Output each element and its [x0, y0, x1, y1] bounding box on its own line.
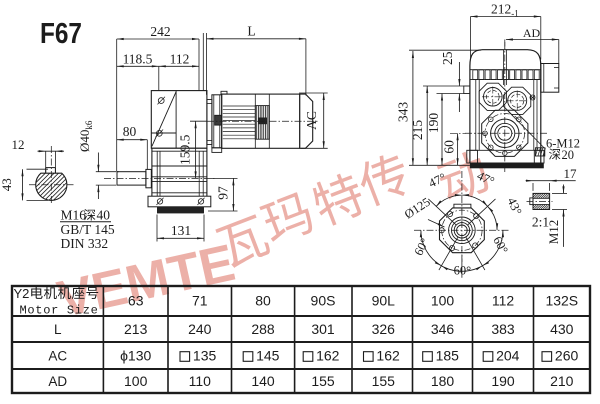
svg-text:AD: AD — [48, 374, 67, 389]
svg-text:112: 112 — [170, 51, 190, 66]
svg-text:185: 185 — [436, 348, 460, 364]
svg-text:301: 301 — [311, 321, 335, 337]
svg-text:112: 112 — [492, 293, 515, 309]
svg-text:47°: 47° — [475, 169, 497, 189]
svg-text:145: 145 — [256, 348, 280, 364]
svg-text:L: L — [54, 322, 62, 337]
svg-text:25: 25 — [440, 51, 455, 65]
svg-text:GB/T 145: GB/T 145 — [61, 222, 115, 237]
svg-text:343: 343 — [395, 102, 410, 123]
svg-text:43: 43 — [0, 178, 14, 191]
svg-text:6-M12: 6-M12 — [546, 137, 580, 151]
svg-text:63: 63 — [128, 293, 144, 309]
svg-text:F67: F67 — [40, 18, 82, 50]
svg-text:60°: 60° — [454, 263, 472, 277]
svg-text:80: 80 — [255, 293, 271, 309]
svg-text:ϕ130: ϕ130 — [120, 348, 151, 364]
svg-text:43°: 43° — [504, 195, 524, 217]
svg-text:DIN 332: DIN 332 — [61, 236, 109, 251]
svg-text:180: 180 — [431, 373, 455, 389]
svg-text:80: 80 — [123, 124, 137, 139]
svg-text:190: 190 — [491, 373, 515, 389]
svg-text:260: 260 — [555, 348, 579, 364]
svg-text:131: 131 — [171, 223, 191, 238]
svg-text:140: 140 — [251, 373, 275, 389]
svg-text:71: 71 — [192, 293, 208, 309]
svg-text:132S: 132S — [545, 293, 578, 309]
svg-text:346: 346 — [431, 321, 455, 337]
svg-text:118.5: 118.5 — [123, 51, 153, 66]
svg-text:17: 17 — [564, 166, 578, 181]
svg-text:159.5: 159.5 — [177, 134, 192, 165]
svg-text:155: 155 — [372, 373, 396, 389]
svg-text:40: 40 — [97, 208, 111, 223]
svg-text:L: L — [247, 23, 255, 38]
svg-text:190: 190 — [426, 113, 441, 134]
svg-text:204: 204 — [496, 348, 520, 364]
svg-text:430: 430 — [550, 321, 574, 337]
svg-text:AD: AD — [523, 26, 541, 40]
svg-text:M12: M12 — [546, 220, 561, 245]
svg-text:AC: AC — [48, 349, 67, 364]
svg-text:162: 162 — [316, 348, 340, 364]
svg-text:90S: 90S — [311, 293, 336, 309]
svg-text:60: 60 — [442, 140, 457, 154]
svg-text:Motor Size: Motor Size — [20, 304, 99, 318]
svg-text:Y2: Y2 — [14, 286, 30, 301]
svg-text:162: 162 — [376, 348, 400, 364]
svg-text:20: 20 — [562, 148, 575, 162]
svg-text:2:1: 2:1 — [532, 215, 549, 230]
svg-text:383: 383 — [491, 321, 515, 337]
svg-text:155: 155 — [311, 373, 335, 389]
svg-text:90L: 90L — [372, 293, 396, 309]
svg-text:242: 242 — [150, 24, 170, 39]
svg-text:210: 210 — [550, 373, 574, 389]
svg-text:213: 213 — [124, 321, 148, 337]
svg-text:100: 100 — [431, 293, 455, 309]
svg-text:M16: M16 — [61, 208, 87, 223]
svg-text:215: 215 — [410, 120, 425, 141]
svg-text:240: 240 — [188, 321, 212, 337]
svg-text:288: 288 — [251, 321, 275, 337]
svg-text:326: 326 — [372, 321, 396, 337]
svg-text:135: 135 — [193, 348, 217, 364]
svg-text:12: 12 — [12, 137, 25, 152]
svg-text:47°: 47° — [426, 170, 448, 190]
svg-text:100: 100 — [124, 373, 148, 389]
svg-text:97: 97 — [215, 186, 230, 200]
svg-text:110: 110 — [189, 373, 212, 389]
svg-text:AC: AC — [304, 111, 319, 130]
